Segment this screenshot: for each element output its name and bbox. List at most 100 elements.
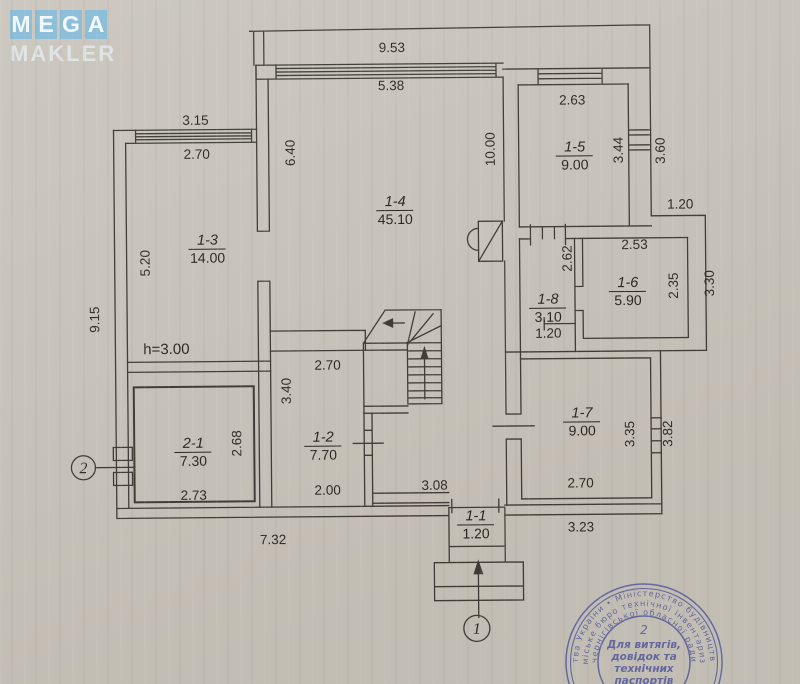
- logo-letter: G: [60, 10, 82, 39]
- dimension-label: 1.20: [535, 326, 561, 341]
- room-1-5-walls: [518, 83, 653, 228]
- dimension-label: 9.53: [379, 40, 405, 55]
- room-label-1-4: 1-445.10: [376, 194, 414, 227]
- logo-letter: M: [10, 10, 32, 39]
- entrance-marker-1: 1: [463, 614, 491, 642]
- dimension-label: 3.60: [653, 138, 668, 164]
- staircase: [362, 308, 443, 414]
- dimension-label: 1.20: [667, 196, 693, 211]
- dimension-label: 2.70: [567, 475, 593, 490]
- stamp-center-line: довідок та: [610, 651, 677, 663]
- dimension-label: 2.70: [314, 358, 340, 373]
- room-id: 1-7: [571, 405, 593, 421]
- room-label-1-8: 1-83.10: [529, 292, 567, 325]
- dimension-label: 3.08: [421, 478, 447, 493]
- room-area: 9.00: [568, 422, 596, 438]
- dimension-label: 2.68: [229, 430, 244, 456]
- dimension-label: 2.73: [180, 488, 206, 503]
- outer-walls: [112, 24, 708, 520]
- logo-tiles: M E G A: [10, 10, 116, 39]
- walls-layer: [94, 24, 708, 618]
- dimension-label: 3.44: [611, 136, 626, 163]
- room-area: 1.20: [462, 525, 490, 541]
- room-id: 1-5: [564, 139, 586, 155]
- stair-exit-arrowhead: [382, 318, 394, 329]
- entrance-marker-number: 2: [79, 460, 87, 477]
- logo-letter: E: [35, 10, 57, 39]
- door-symbol: [466, 220, 504, 263]
- corridor-wall: [492, 76, 535, 506]
- height-note: h=3.00: [143, 341, 189, 358]
- room-label-1-3: 1-314.00: [188, 233, 226, 266]
- dimension-label: 2.35: [666, 272, 681, 298]
- dimension-label: 3.15: [182, 113, 208, 128]
- room-area: 45.10: [378, 211, 413, 227]
- entry-arrowhead: [473, 559, 484, 575]
- dimension-label: 5.20: [138, 250, 153, 276]
- entrance-markers-layer: 12: [70, 455, 491, 642]
- dimension-label: 2.70: [184, 147, 210, 162]
- logo-letter: A: [85, 10, 107, 39]
- room-label-2-1: 2-17.30: [174, 436, 212, 469]
- stamp-center-line: технічних: [614, 663, 675, 675]
- room-id: 2-1: [182, 436, 204, 452]
- room-labels-layer: 1-445.101-314.001-59.001-65.901-83.101-7…: [174, 139, 646, 541]
- dimension-label: 2.53: [621, 237, 647, 252]
- stamp-ring-text: ства України • Міністерство будівництва: [0, 0, 717, 663]
- room-area: 5.90: [614, 292, 642, 308]
- stamp-ring-circle: [569, 587, 719, 684]
- interior-wall-west: [255, 64, 273, 508]
- vestibule-1-1-box: [448, 506, 506, 548]
- room-area: 7.70: [310, 447, 338, 463]
- stamp-ring-circle: [565, 583, 723, 684]
- room-label-1-7: 1-79.00: [563, 405, 601, 439]
- room-area: 7.30: [180, 453, 208, 469]
- dimension-label: 3.23: [568, 519, 594, 534]
- stamp-number: 2: [640, 623, 648, 637]
- room-label-1-6: 1-65.90: [608, 275, 646, 308]
- dimension-label: 5.38: [378, 78, 404, 93]
- dimension-label: 2.63: [559, 92, 585, 107]
- bti-round-stamp: ства України • Міністерство будівництвам…: [0, 0, 723, 684]
- room-1-8-walls: [518, 223, 689, 331]
- logo-subtitle: MAKLER: [10, 41, 117, 66]
- dimension-label: 2.00: [314, 483, 340, 498]
- mega-makler-logo: M E G A MAKLER: [10, 10, 116, 67]
- stamp-ring-text: міжміське бюро технічної інвентаризації: [0, 0, 707, 665]
- stair-up-arrowhead: [420, 345, 429, 359]
- room-2-1-box: [132, 385, 256, 504]
- room-id: 1-1: [465, 508, 486, 524]
- stamp-center-line: паспортів: [615, 675, 674, 684]
- dimension-label: 3.30: [702, 270, 717, 296]
- room-area: 14.00: [190, 250, 225, 266]
- dimension-label: 9.15: [87, 306, 102, 332]
- entrance-marker-number: 1: [473, 621, 481, 638]
- room-label-1-5: 1-59.00: [555, 139, 593, 173]
- room-id: 1-3: [197, 233, 218, 249]
- room-label-1-1: 1-11.20: [456, 508, 494, 541]
- dimension-label: 7.32: [260, 532, 286, 547]
- room-1-6-walls: [573, 236, 689, 353]
- dimension-label: 10.00: [483, 132, 498, 166]
- room-id: 1-2: [313, 430, 334, 446]
- room-area: 9.00: [561, 156, 589, 172]
- dimension-label: 3.40: [279, 378, 294, 404]
- room-id: 1-4: [385, 194, 406, 210]
- dimension-label: 6.40: [283, 140, 298, 166]
- dimension-labels-layer: 9.53 5.38 3.15 2.70 2.63 6.40 10.00 3.44 3.60 1.2…: [87, 40, 717, 547]
- dimension-label: 2.62: [560, 245, 575, 271]
- stamp-center-line: Для витягів,: [606, 639, 681, 651]
- stamp-ring-circle: [597, 615, 691, 684]
- interior-dividers: [126, 329, 409, 374]
- room-label-1-2: 1-27.70: [304, 430, 342, 463]
- room-1-7-walls: [504, 350, 662, 500]
- dimension-label: 3.35: [622, 421, 637, 447]
- room-2-1-window-upper: [112, 446, 134, 462]
- room-id: 1-8: [537, 292, 558, 308]
- dimension-label: 3.82: [660, 420, 675, 446]
- entrance-marker-2: 2: [70, 455, 97, 481]
- room-id: 1-6: [617, 275, 639, 291]
- room-2-1-window-lower: [112, 471, 134, 487]
